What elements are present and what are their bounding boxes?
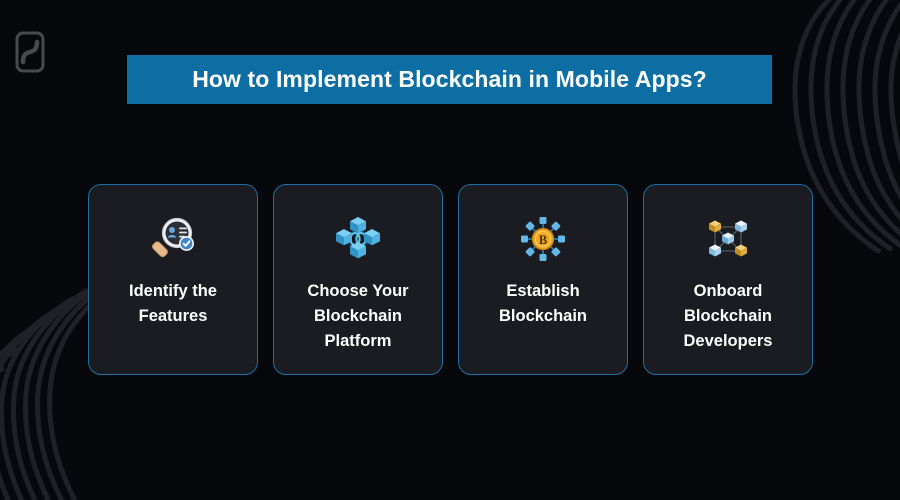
svg-text:B: B <box>539 233 547 247</box>
cube-network-chain-icon <box>330 211 386 267</box>
linked-cubes-icon <box>700 211 756 267</box>
brand-logo <box>12 30 48 74</box>
bitcoin-node-network-icon: B <box>515 211 571 267</box>
step-card-identify-features[interactable]: Identify the Features <box>88 184 258 375</box>
magnifier-id-check-icon <box>145 211 201 267</box>
page-title: How to Implement Blockchain in Mobile Ap… <box>192 66 707 92</box>
step-card-choose-platform[interactable]: Choose Your Blockchain Platform <box>273 184 443 375</box>
title-banner: How to Implement Blockchain in Mobile Ap… <box>127 55 772 104</box>
step-card-label: Choose Your Blockchain Platform <box>307 282 409 351</box>
step-card-onboard-developers[interactable]: Onboard Blockchain Developers <box>643 184 813 375</box>
step-card-label: Onboard Blockchain Developers <box>683 282 773 351</box>
steps-row: Identify the Features <box>88 184 813 375</box>
step-card-label: Identify the Features <box>128 282 217 326</box>
step-card-establish-blockchain[interactable]: B Establish Blockchain <box>458 184 628 375</box>
step-card-label: Establish Blockchain <box>498 282 588 326</box>
